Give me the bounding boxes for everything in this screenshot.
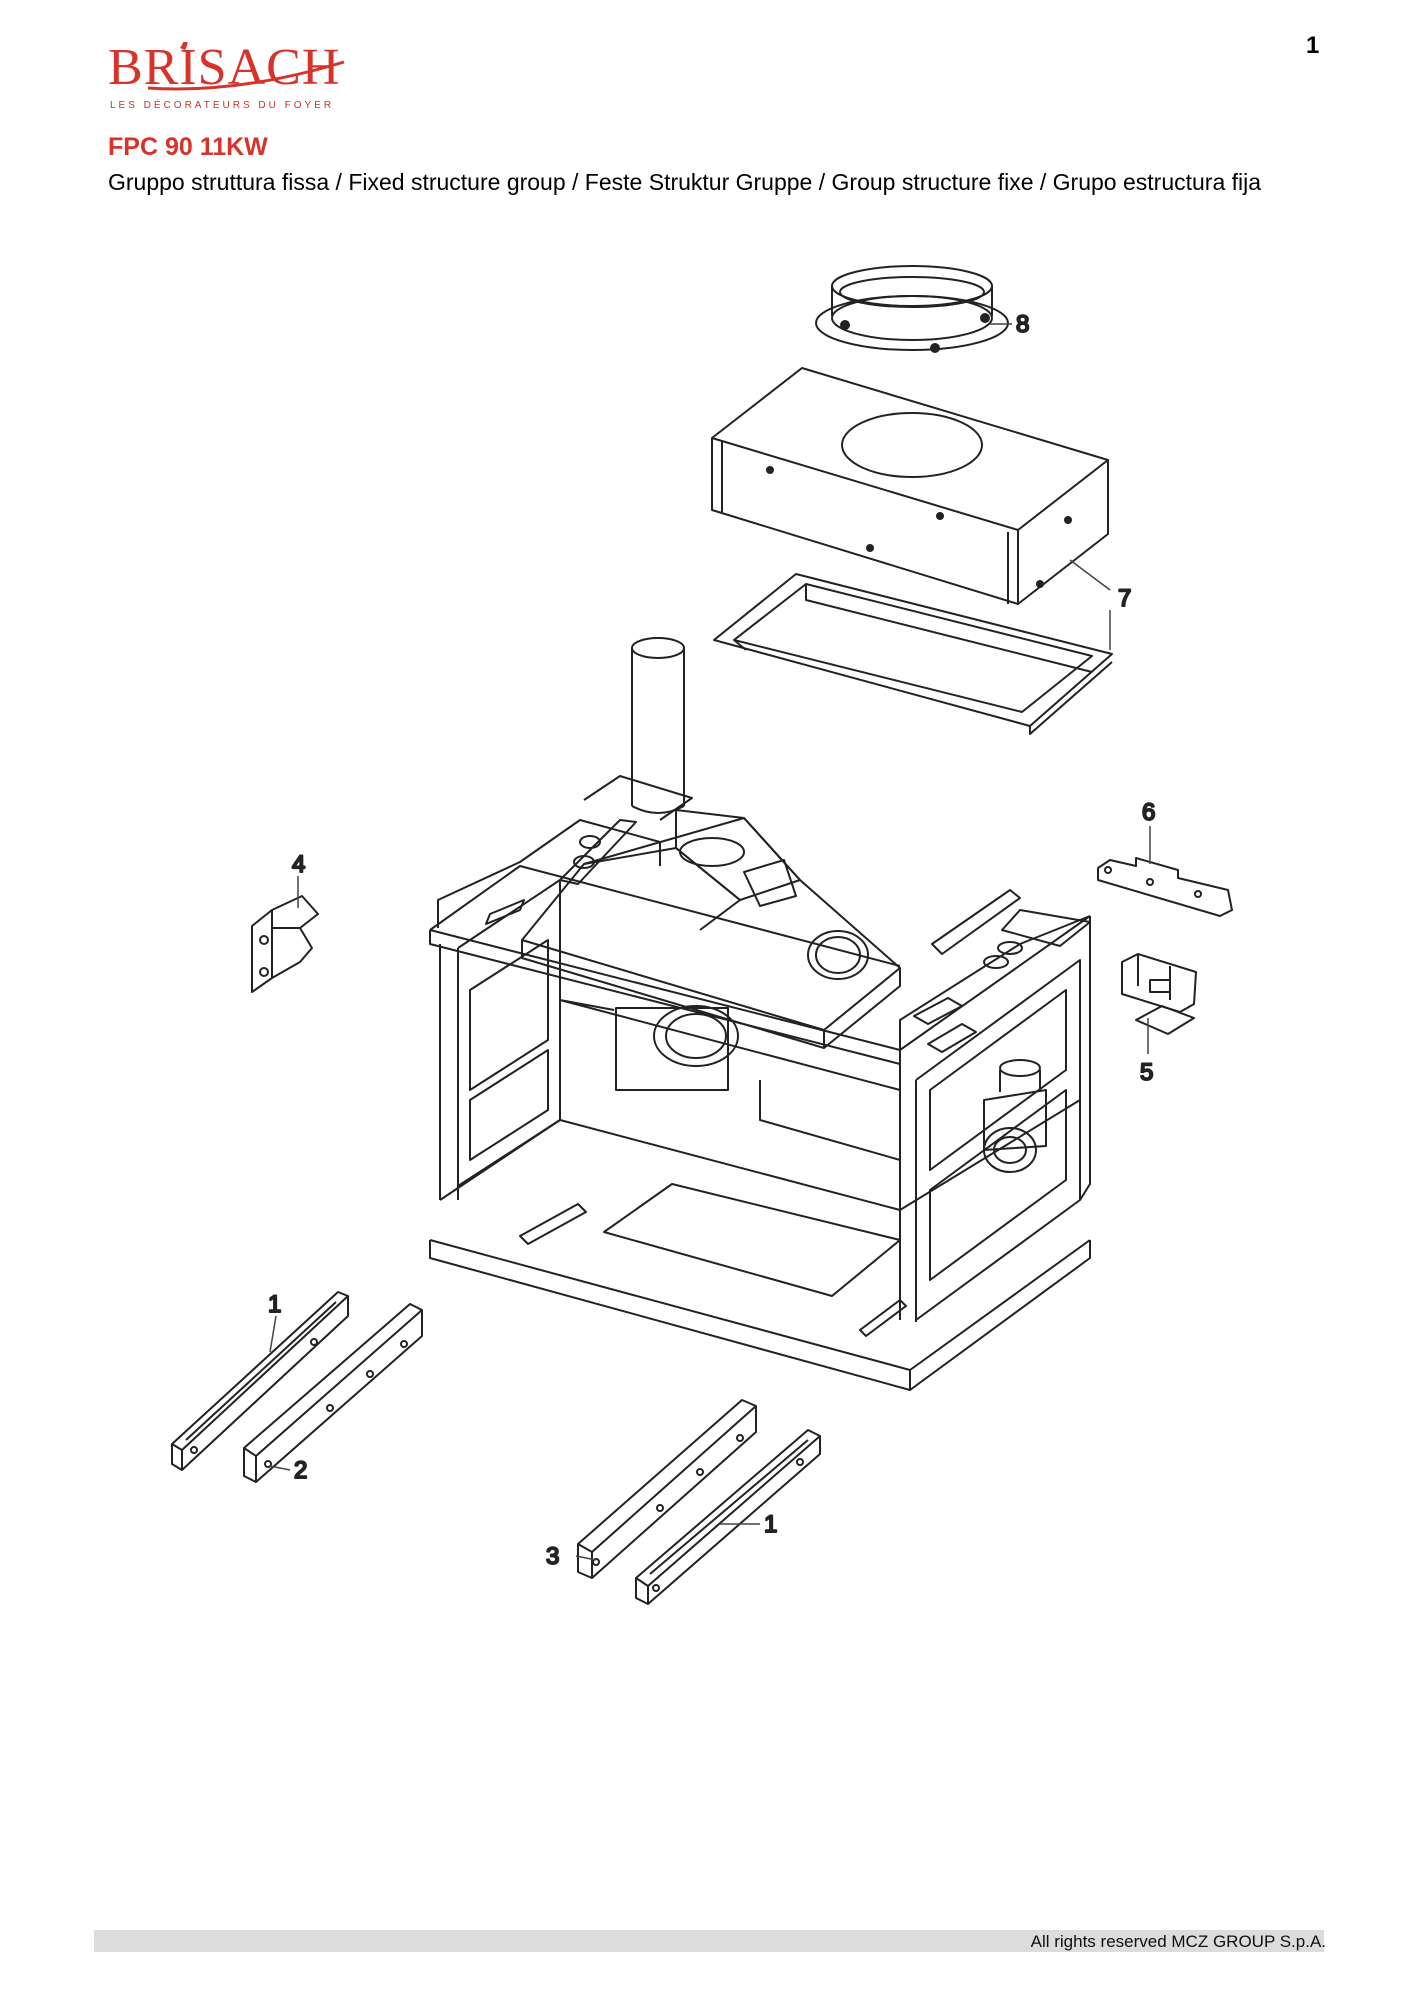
- footer-bar: [94, 1930, 1324, 1952]
- section-title: Gruppo struttura fissa / Fixed structure…: [108, 169, 1262, 195]
- model-title: FPC 90 11KW: [108, 133, 268, 161]
- brisach-logo: BRISACH LES DÉCORATEURS DU FOYER: [108, 42, 358, 117]
- part-8-ring-flange: [815, 265, 1009, 353]
- part-2-rail-bracket: [243, 1303, 423, 1483]
- logo-wordmark: BRISACH: [108, 39, 341, 96]
- part-4-bracket: [251, 895, 319, 993]
- part-7-tray-frame: [713, 573, 1113, 735]
- callout-leaders: [269, 323, 1151, 1561]
- part-7-hood-box: [711, 367, 1109, 605]
- callout-6: 6: [1142, 799, 1155, 826]
- footer-copyright: All rights reserved MCZ GROUP S.p.A.: [1030, 1932, 1326, 1951]
- part-5-control-board: [1121, 953, 1197, 1035]
- callout-4: 4: [292, 851, 305, 878]
- part-6-plate: [1097, 857, 1233, 917]
- callout-1-right: 1: [764, 1511, 777, 1538]
- logo-tagline: LES DÉCORATEURS DU FOYER: [110, 100, 335, 111]
- callout-3: 3: [546, 1543, 559, 1570]
- callout-7: 7: [1118, 585, 1131, 612]
- main-body-frame: [429, 819, 1091, 1391]
- callout-5: 5: [1140, 1059, 1153, 1086]
- part-1-slide-rail-right: [635, 1429, 821, 1605]
- part-1-slide-rail-left: [171, 1291, 349, 1471]
- flame-swoosh-icon: [147, 42, 345, 91]
- part-3-rail-bracket: [577, 1399, 757, 1579]
- page-number: 1: [1306, 32, 1320, 59]
- firebox-hood: [521, 637, 901, 1049]
- callout-2: 2: [294, 1457, 307, 1484]
- callout-1-left: 1: [268, 1291, 281, 1318]
- callout-8: 8: [1016, 311, 1029, 338]
